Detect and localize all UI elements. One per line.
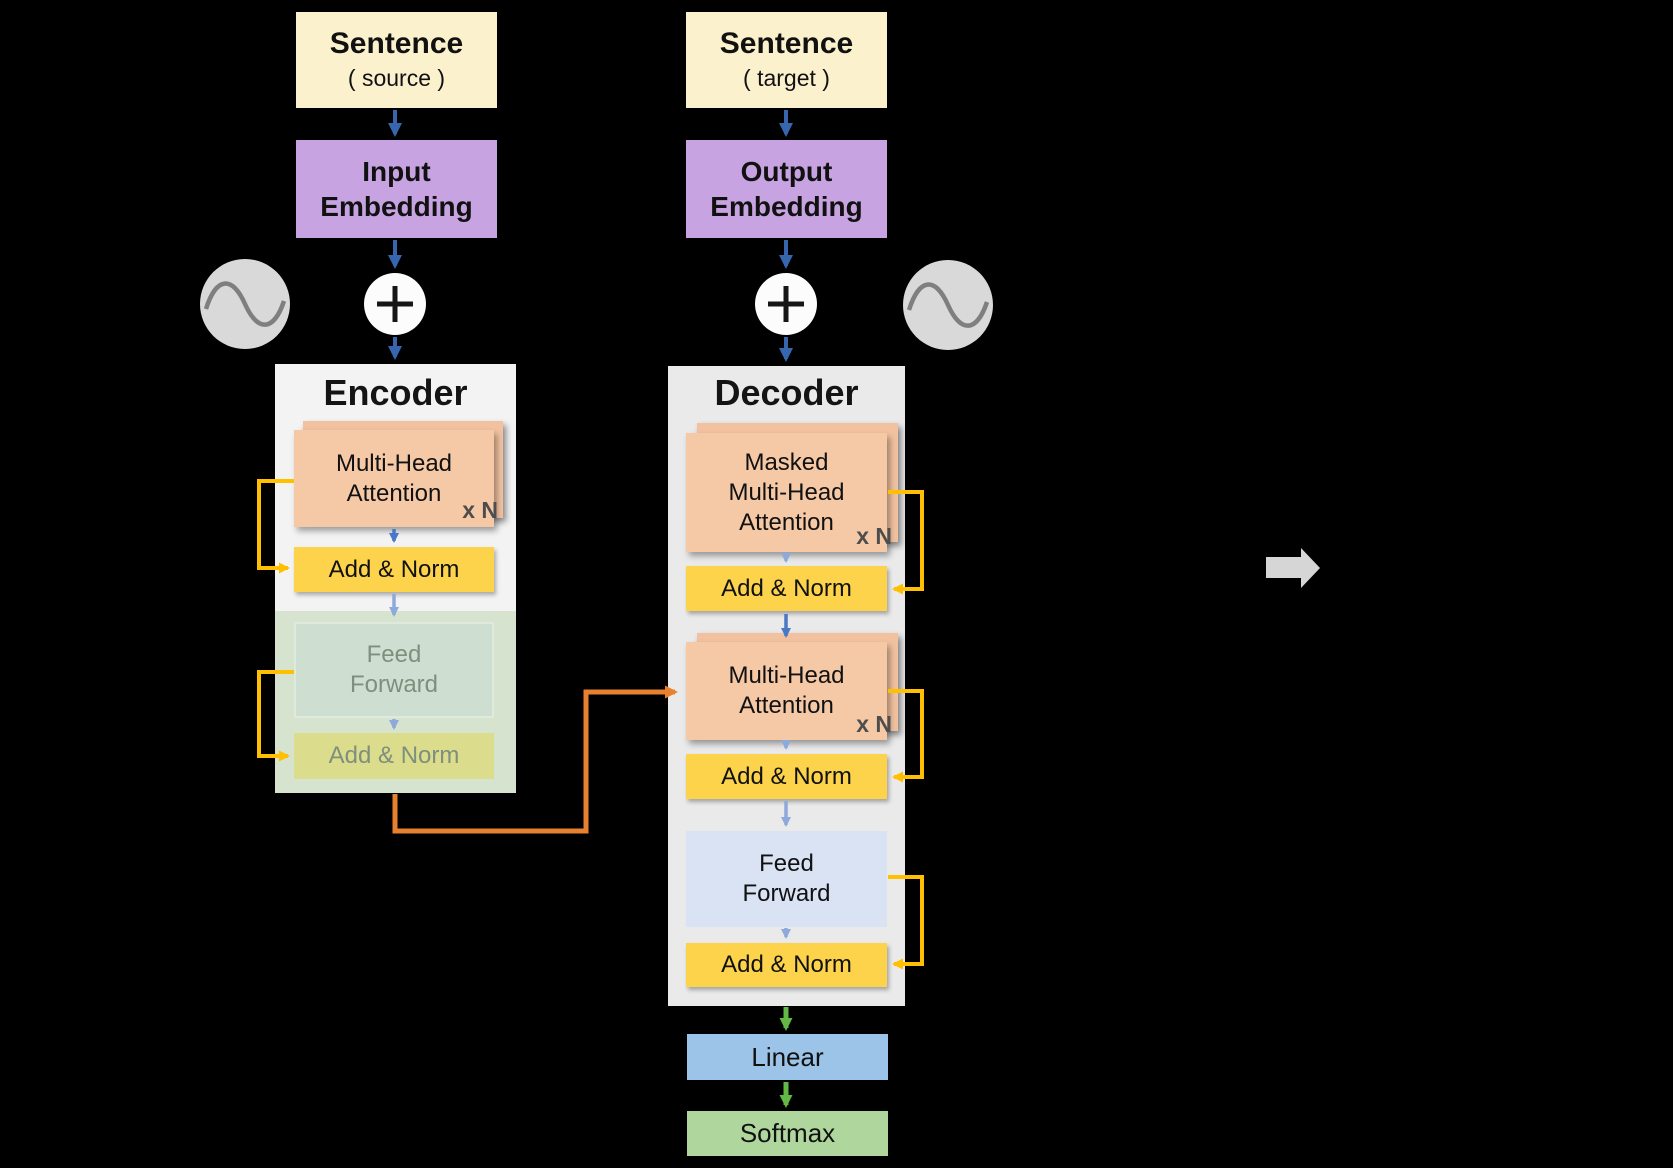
encoder-multi-head-attention-stack: Multi-Head Attention x N [294,421,503,527]
sine-wave-glyph [203,281,287,327]
encoder-add-norm-1: Add & Norm [294,547,494,592]
right-arrow-icon [1266,548,1320,588]
plus-icon [364,273,426,335]
linear-box: Linear [687,1034,888,1080]
sine-wave-icon [200,259,290,349]
decoder-multi-head-attention-stack: Multi-Head Attention x N [686,633,898,740]
plus-icon-bar [392,286,398,322]
source-sentence-subtitle: ( source ) [347,64,446,91]
target-sentence-title: Sentence [719,27,854,61]
plus-icon [755,273,817,335]
decoder-add-norm-1: Add & Norm [686,566,887,611]
output-embedding-box: Output Embedding [686,140,887,238]
target-sentence-box: Sentence ( target ) [686,12,887,108]
softmax-box: Softmax [687,1111,888,1156]
plus-icon-bar [783,286,789,322]
sine-wave-glyph [906,282,990,328]
source-sentence-title: Sentence [329,27,464,61]
encoder-add-norm-2: Add & Norm [294,733,494,779]
decoder-add-norm-3: Add & Norm [686,943,887,987]
encoder-repeat-label: x N [462,497,498,523]
input-embedding-box: Input Embedding [296,140,497,238]
decoder-masked-attention-stack: Masked Multi-Head Attention x N [686,423,898,552]
encoder-multi-head-attention-box: Multi-Head Attention [294,430,494,527]
decoder-repeat-label-2: x N [856,711,892,737]
encoder-title: Encoder [323,372,468,413]
decoder-add-norm-2: Add & Norm [686,754,887,799]
decoder-feed-forward-box: Feed Forward [686,831,887,927]
source-sentence-box: Sentence ( source ) [296,12,497,108]
target-sentence-subtitle: ( target ) [743,64,830,91]
decoder-title: Decoder [714,372,859,413]
encoder-feed-forward-box: Feed Forward [294,622,494,718]
decoder-repeat-label-1: x N [856,523,892,549]
sine-wave-icon [903,260,993,350]
decoder-masked-multi-head-attention-box: Masked Multi-Head Attention [686,433,887,552]
decoder-multi-head-attention-box: Multi-Head Attention [686,642,887,740]
